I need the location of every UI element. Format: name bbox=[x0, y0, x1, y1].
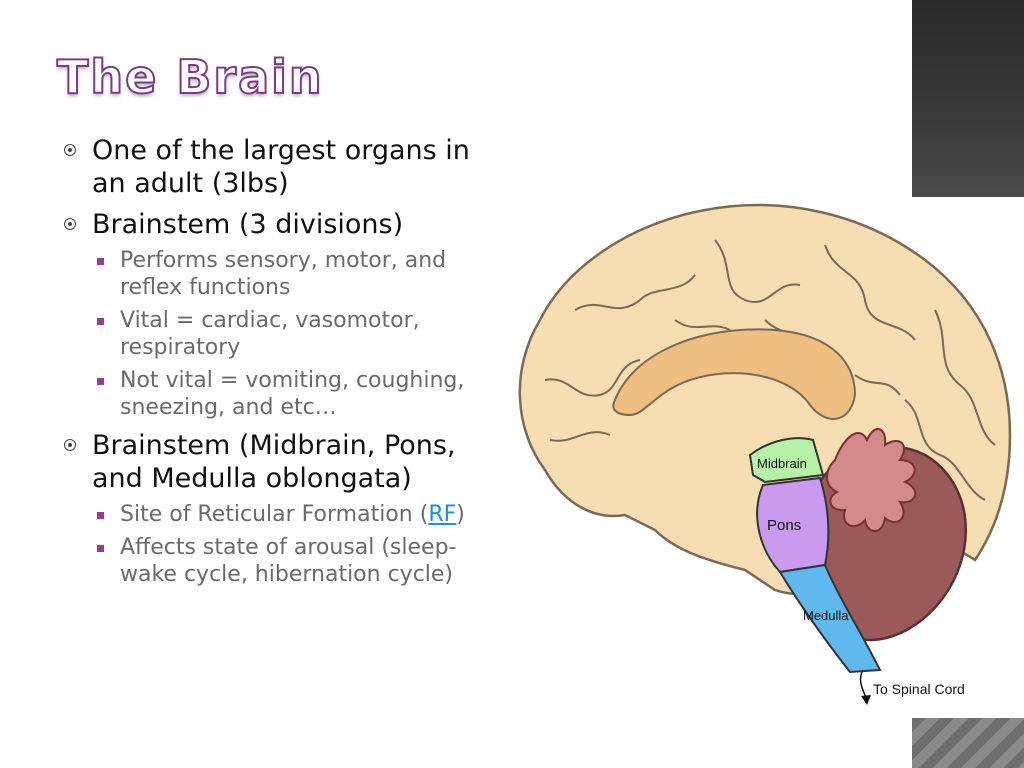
sub-bullet-not-vital: Not vital = vomiting, coughing, sneezing… bbox=[92, 367, 472, 421]
circle-bullet-icon bbox=[64, 144, 76, 156]
sub-bullet-text: Vital = cardiac, vasomotor, respiratory bbox=[120, 308, 420, 360]
square-bullet-icon bbox=[97, 318, 104, 325]
bullet-text: One of the largest organs in an adult (3… bbox=[92, 135, 470, 199]
square-bullet-icon bbox=[97, 545, 104, 552]
midbrain-label: Midbrain bbox=[757, 456, 807, 471]
bullet-largest-organ: One of the largest organs in an adult (3… bbox=[62, 134, 472, 200]
rf-link[interactable]: RF bbox=[428, 502, 457, 527]
corpus-callosum-shape bbox=[612, 328, 857, 420]
circle-bullet-icon bbox=[64, 218, 76, 230]
arbor-vitae-shape bbox=[826, 428, 917, 532]
pons-label: Pons bbox=[767, 517, 801, 534]
sub-bullet-functions: Performs sensory, motor, and reflex func… bbox=[92, 247, 472, 301]
sub-bullet-arousal: Affects state of arousal (sleep-wake cyc… bbox=[92, 534, 472, 588]
medulla-label: Medulla bbox=[803, 608, 849, 623]
sub-bullet-text: Site of Reticular Formation (RF) bbox=[120, 502, 465, 527]
medulla-shape bbox=[778, 563, 882, 674]
sub-bullet-reticular-formation: Site of Reticular Formation (RF) bbox=[92, 501, 472, 528]
sub-bullet-text: Performs sensory, motor, and reflex func… bbox=[120, 248, 447, 300]
arrowhead-icon bbox=[861, 695, 871, 705]
sub-bullet-text: Not vital = vomiting, coughing, sneezing… bbox=[120, 368, 465, 420]
spinal-cord-label: To Spinal Cord bbox=[873, 681, 965, 697]
square-bullet-icon bbox=[97, 512, 104, 519]
slide-title: The Brain bbox=[56, 49, 324, 105]
bullet-list: One of the largest organs in an adult (3… bbox=[62, 134, 472, 596]
bullet-brainstem-parts: Brainstem (Midbrain, Pons, and Medulla o… bbox=[62, 429, 472, 588]
decorative-corner-top bbox=[912, 0, 1024, 197]
brain-diagram: Midbrain Pons Medulla To Spinal Cord bbox=[518, 203, 1012, 705]
bullet-text: Brainstem (Midbrain, Pons, and Medulla o… bbox=[92, 430, 456, 494]
square-bullet-icon bbox=[97, 378, 104, 385]
sub-bullet-text: Affects state of arousal (sleep-wake cyc… bbox=[120, 535, 457, 587]
sub-bullet-vital: Vital = cardiac, vasomotor, respiratory bbox=[92, 307, 472, 361]
square-bullet-icon bbox=[97, 258, 104, 265]
bullet-brainstem-divisions: Brainstem (3 divisions) Performs sensory… bbox=[62, 208, 472, 421]
midbrain-shape bbox=[748, 437, 825, 484]
circle-bullet-icon bbox=[64, 439, 76, 451]
decorative-corner-bottom bbox=[912, 718, 1024, 768]
bullet-text: Brainstem (3 divisions) bbox=[92, 209, 404, 240]
